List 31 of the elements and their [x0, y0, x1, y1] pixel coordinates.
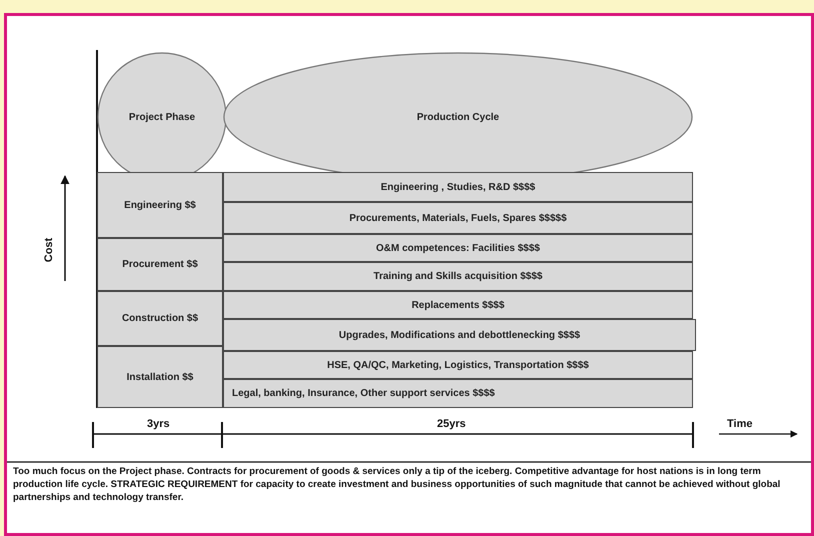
cost-box [223, 379, 693, 408]
node-text: HSE, QA/QC, Marketing, Logistics, Transportation $$$$ [327, 360, 589, 370]
cost-box [223, 234, 693, 262]
node-text: Replacements $$$$ [412, 300, 504, 310]
node-text: Production Cycle [416, 112, 500, 122]
node-text: Training and Skills acquisition $$$$ [374, 271, 542, 282]
cost-box [223, 319, 696, 351]
node-text: Construction $$ [122, 313, 198, 324]
cost-box [223, 351, 693, 379]
phase-box [97, 346, 223, 408]
caption: Too much focus on the Project phase. Contracts for procurement of goods & services only a tip of the iceberg. Competitive advantage for host nations is in long term production life cycle. STRATEGIC REQUIREMENT for capacity to create investment and business opportunities of such magnitude that cannot be achieved without global partnerships and technology transfer. [13, 466, 782, 504]
cost-box [223, 172, 693, 202]
node-text: Project Phase [128, 112, 196, 122]
node-text: Procurements, Materials, Fuels, Spares $$$$$ [349, 212, 567, 224]
phase-box [97, 291, 223, 346]
node-text: Installation $$ [126, 372, 194, 382]
cost-box [223, 202, 693, 234]
phase-box [97, 172, 223, 238]
axis-label: Cost [43, 238, 56, 262]
timeline-label: 25yrs [437, 418, 466, 430]
node-text: Procurement $$ [122, 259, 198, 270]
timeline-label: 3yrs [147, 418, 170, 430]
node-text: Legal, banking, Insurance, Other support services $$$$ [232, 388, 495, 399]
node-text: Engineering $$ [124, 200, 196, 210]
node-text: O&M competences: Facilities $$$$ [376, 242, 540, 254]
timeline-label: Time [727, 418, 752, 430]
node-text: Upgrades, Modifications and debottlenecking $$$$ [338, 330, 580, 340]
cost-box [223, 291, 693, 319]
node-text: Engineering , Studies, R&D $$$$ [380, 182, 536, 192]
cost-box [223, 262, 693, 291]
phase-box [97, 238, 223, 291]
